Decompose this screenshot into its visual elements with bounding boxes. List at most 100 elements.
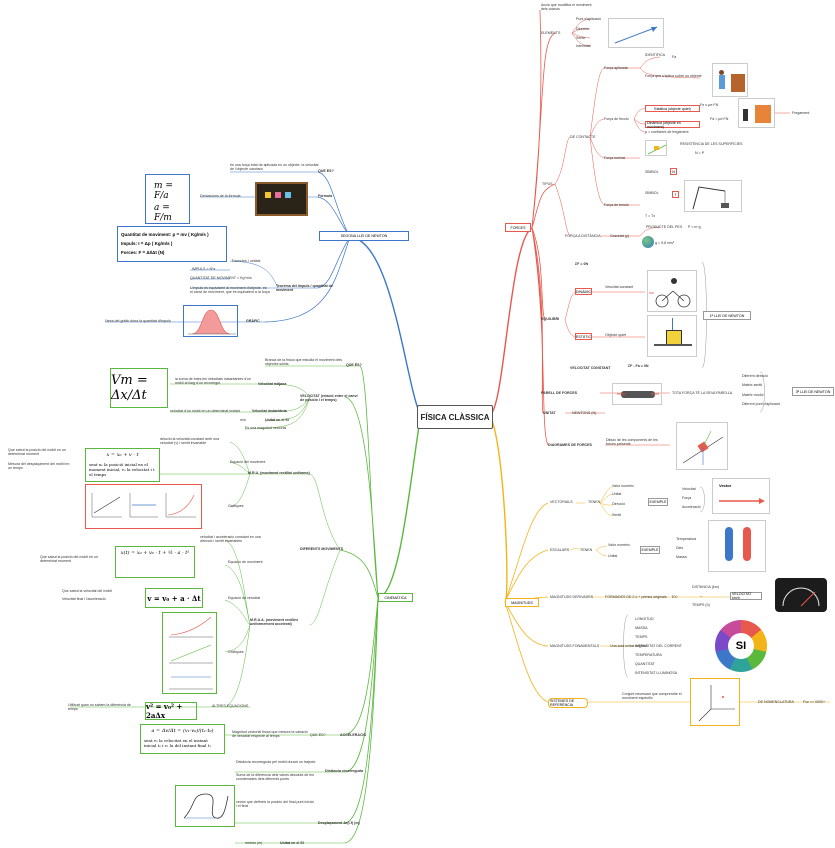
eq-vel-left: Que sabut la velocitat del mòbil <box>62 589 112 593</box>
exemple-esc-node[interactable]: EXEMPLE <box>640 546 660 554</box>
cinematica-label: CINEMÀTICA <box>384 595 407 600</box>
forces-node[interactable]: FORCES <box>505 223 531 232</box>
despl-node[interactable]: Desplaçament Δr(i-f) (m) <box>318 821 360 825</box>
grav-item-2: P = m·g <box>688 225 701 229</box>
cin-que-es-text: Branca de la física que estudia el movim… <box>265 358 343 367</box>
aplicada-node[interactable]: Força aplicada <box>604 66 628 70</box>
tensio-t-label: T <box>674 192 677 197</box>
exemple-vec-node[interactable]: EXEMPLE <box>648 498 668 506</box>
tipus-node[interactable]: TIPUS <box>542 182 553 186</box>
der-item-2: -- <box>700 594 703 598</box>
fonamentals-node[interactable]: MAGNITUDS FONAMENTALS <box>550 644 600 648</box>
derivades-node[interactable]: MAGNITUDS DERIVADES <box>550 595 594 599</box>
cinematica-node[interactable]: CINEMÀTICA <box>378 593 413 602</box>
si-label: SI <box>728 633 754 659</box>
impuls-node[interactable]: Teorema del Impuls / quantitat de movime… <box>276 284 333 293</box>
formulas-label: Fórmules i unitats <box>232 259 261 263</box>
parell-image <box>612 383 662 405</box>
magnituds-node[interactable]: MAGNITUDS <box>505 598 539 607</box>
fon-item-6: QUANTITAT <box>635 662 655 666</box>
unitat-si-val: m/s <box>240 418 246 422</box>
der-item-3: TEMPS (h) <box>692 603 710 607</box>
newton2-formula[interactable]: Fórmula <box>318 194 333 198</box>
equilibri-node[interactable]: EQUILIBRI <box>541 317 560 321</box>
estatic-node[interactable]: ESTÀTIC <box>575 333 592 340</box>
mrua-node[interactable]: M.R.U.A. (moviment rectilini uniformemen… <box>250 618 298 627</box>
fon-item-1: LONGITUD <box>635 617 654 621</box>
unitat2-node[interactable]: Unitat en el SI <box>280 841 304 845</box>
primera-llei-node[interactable]: 1ª LLEI DE NEWTON <box>703 311 751 320</box>
el-item-3: Sentit <box>576 36 586 40</box>
grafic-node[interactable]: GRÀFIC <box>246 319 260 323</box>
newton2-label: SEGONA LLEI DE NEWTON <box>340 234 388 238</box>
der-ex: EX: <box>672 595 678 599</box>
thermometer-image <box>708 520 766 572</box>
newton2-que-es-text: és una força total de aplicada en un obj… <box>230 163 319 172</box>
normal-item-1: RESISTÈNCIA DE LES SUPERFÍCIES <box>680 142 743 146</box>
vel-const-node[interactable]: VELOCITAT CONSTANT <box>570 366 611 370</box>
despl-graph <box>175 785 235 827</box>
parell-item-4: Diferent punt d'aplicació <box>742 402 781 406</box>
grafic-text: l'àrea del gràfic dóna la quantitat d'im… <box>105 319 171 323</box>
mrua-graphs <box>162 612 217 694</box>
velocitat-node[interactable]: VELOCITAT (relació entre el canvi de pos… <box>300 394 358 403</box>
tensio-item-3: T = Tx <box>645 214 656 218</box>
grav-item-1: PRODUCTE DEL PES <box>646 225 683 229</box>
fon-item-3: TEMPS <box>635 635 648 639</box>
normal-node[interactable]: Força normal <box>604 156 626 160</box>
altres-formula: v² = v₀² + 2aΔx <box>145 702 197 720</box>
units-moviment: QUANTITAT DE MOVIMENT = Kg*m/s <box>190 276 252 280</box>
acceleracio-node[interactable]: ACCELERACIÓ <box>340 733 367 737</box>
escalars-node[interactable]: ESCALARS <box>550 548 570 552</box>
dist1: Distància recorreguda pel mòbil durant u… <box>236 760 316 764</box>
normal-image <box>645 140 667 156</box>
vel-km-node[interactable]: VELOCITAT km/h <box>730 592 762 600</box>
contacte-node[interactable]: DE CONTACTE <box>570 135 596 139</box>
grav-item-3: g = 9,8 m/s² <box>655 241 675 245</box>
unitat-si[interactable]: Unitat en el SI <box>265 418 289 422</box>
vel-mitjana[interactable]: Velocitat mitjana <box>258 382 287 386</box>
parell-node[interactable]: PARELL DE FORCES <box>541 391 578 395</box>
vectorial-note: Es una magnitud vectorial <box>245 426 287 430</box>
fon-item-4: INTENSITAT DEL CORRENT <box>635 644 682 648</box>
mru-text: descriu la velocitat constant amb una ve… <box>160 437 220 446</box>
vel-inst[interactable]: Velocitat instantània <box>252 409 287 413</box>
altres-equacions[interactable]: ALTRES EQUACIONS <box>212 704 249 708</box>
mru-left2: Mesura del desplaçament del mòbil en un … <box>8 462 70 471</box>
mru-node[interactable]: M.R.U. (moviment rectilini uniforme) <box>248 471 310 475</box>
unitat-node[interactable]: UNITAT <box>543 411 556 415</box>
diagrama-node[interactable]: DIAGRAMES DE FORCES <box>548 443 592 447</box>
diferents-moviments[interactable]: DIFERENTS MOVIMENTS <box>300 547 344 551</box>
friccio-node[interactable]: Força de fricció <box>604 117 629 121</box>
gravetat-node[interactable]: Gravetat (p) <box>610 234 630 238</box>
friccio-item-5: μ = coeficient de fregament <box>645 130 689 134</box>
formula-line-1: Quantitat de moviment: p = mv ( Kg/m/s ) <box>121 232 209 237</box>
tensio-node[interactable]: Força de tensió <box>604 203 629 207</box>
aplicada-item-2: Fa <box>672 55 677 59</box>
mru-formula-box: x = x₀ + v · t sent x₀ la posició inicia… <box>85 448 160 482</box>
cin-que-es[interactable]: QUE ÉS? <box>346 363 362 367</box>
force-diagram-image <box>676 422 728 470</box>
esc-item-1: Valor numèric <box>608 543 630 547</box>
dist2: Suma de la diferència dels valors absolu… <box>236 773 314 782</box>
despl-text: vector que defineix la posició del final… <box>236 800 314 809</box>
ex-esc-2: Dies <box>676 546 684 550</box>
mrua-eq-formula: x(t) = x₀ + v₀ · t + ½ · a · t² <box>120 550 190 556</box>
nomen-val: Fxz >> 0000+ <box>803 700 826 704</box>
root-node[interactable]: FÍSICA CLÀSSICA <box>417 405 493 429</box>
vectorials-node[interactable]: VECTORIALS <box>550 500 573 504</box>
newton2-node[interactable]: SEGONA LLEI DE NEWTON <box>319 231 409 241</box>
dinamic-node[interactable]: DINÀMIC <box>575 288 592 295</box>
mru-eq-desc: sent x₀ la posició inicial en el moment … <box>89 462 155 477</box>
tercera-llei-node[interactable]: 3ª LLEI DE NEWTON <box>792 387 834 396</box>
aplicada-item-3: Força que s'aplica sobre un objecte <box>645 74 702 78</box>
mrua-text: velocitat i acceleració constant en una … <box>200 535 261 544</box>
distancia-node[interactable]: Distància recorreguda <box>325 769 363 773</box>
elements-node[interactable]: ELEMENTS <box>541 31 561 35</box>
eq-sum: ΣF = 0N <box>575 262 589 266</box>
sistema-node[interactable]: SISTEMES DE REFERÈNCIA <box>548 698 588 708</box>
distancia-node[interactable]: FORÇA A DISTÀNCIA <box>565 234 601 238</box>
eq-vel: Equació de velocitat <box>228 596 261 600</box>
parell-box: TOTA FORÇA TÉ LA SEVA PARELLA <box>672 391 733 395</box>
newton2-que-es[interactable]: QUE ES? <box>318 169 334 173</box>
